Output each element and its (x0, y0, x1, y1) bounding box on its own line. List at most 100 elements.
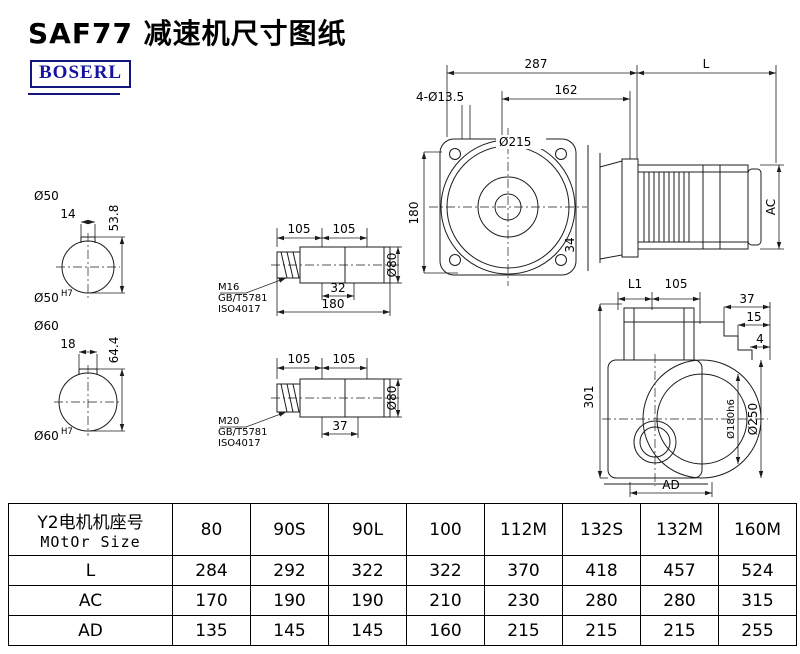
detail-m16-body (271, 246, 400, 284)
shaft50-body (56, 233, 120, 300)
dim-ac-label: AC (764, 199, 778, 215)
shaft50-keywidth-label: 14 (60, 207, 75, 221)
m20-dim-37-label: 37 (332, 419, 347, 433)
m20-d80-label: Ø80 (385, 386, 399, 411)
m20-thread-label: M20 (218, 416, 239, 427)
size-col-header: 100 (406, 503, 485, 556)
detail-m20-body (271, 378, 400, 418)
brand-logo-underline (28, 93, 120, 95)
detail-m20-dim-lines (220, 358, 402, 438)
dim-l-label: L (703, 57, 710, 71)
table-cell: 210 (406, 585, 485, 616)
shaft50-fit-label: Ø50 (34, 291, 59, 305)
brand-logo-box: BOSERL (30, 60, 132, 88)
size-col-header: 160M (718, 503, 797, 556)
table-cell: 215 (640, 615, 719, 646)
side-view-body (602, 307, 768, 486)
table-cell: 322 (328, 555, 407, 586)
dim-105-label: 105 (665, 277, 688, 291)
table-cell: 524 (718, 555, 797, 586)
m20-dim-105b-label: 105 (333, 352, 356, 366)
motor-size-header-line1: Y2电机机座号 (37, 513, 144, 533)
table-cell: 190 (250, 585, 329, 616)
shaft-detail-m20: 105 105 M20 GB/T5781 ISO4017 37 Ø80 (218, 352, 402, 449)
table-cell: 145 (328, 615, 407, 646)
table-row-l: L 284 292 322 322 370 418 457 524 (8, 555, 797, 586)
row-label: AC (8, 585, 173, 616)
table-cell: 280 (640, 585, 719, 616)
shaft60-body (54, 365, 122, 436)
shaft60-keywidth-label: 18 (60, 337, 75, 351)
table-cell: 230 (484, 585, 563, 616)
table-cell: 284 (172, 555, 251, 586)
shaft50-fit-tolerance: H7 (61, 289, 73, 299)
dim-l1-label: L1 (628, 277, 642, 291)
shaft60-labels: Ø60 18 64.4 Ø60 H7 (34, 319, 121, 443)
m16-std1-label: GB/T5781 (218, 293, 268, 304)
table-cell: 292 (250, 555, 329, 586)
m16-d80-label: Ø80 (385, 253, 399, 278)
brand-logo: BOSERL (39, 62, 123, 83)
table-cell: 418 (562, 555, 641, 586)
front-view-labels: 287 L 162 4-Ø13.5 Ø215 180 34 AC (407, 57, 778, 253)
dim-162-label: 162 (555, 83, 578, 97)
m16-std2-label: ISO4017 (218, 304, 261, 315)
dim-180-label: 180 (407, 202, 421, 225)
m16-dim-105b-label: 105 (333, 222, 356, 236)
table-cell: 322 (406, 555, 485, 586)
table-cell: 315 (718, 585, 797, 616)
shaft-section-60: Ø60 18 64.4 Ø60 H7 (34, 319, 125, 443)
shaft60-height-label: 64.4 (107, 337, 121, 364)
dim-ad-label: AD (662, 478, 679, 492)
m20-std1-label: GB/T5781 (218, 427, 268, 438)
row-label: AD (8, 615, 173, 646)
page-title: SAF77 减速机尺寸图纸 (28, 17, 347, 50)
size-col-header: 80 (172, 503, 251, 556)
shaft60-fit-tolerance: H7 (61, 427, 73, 437)
table-cell: 160 (406, 615, 485, 646)
front-view-body (429, 128, 762, 286)
table-cell: 215 (562, 615, 641, 646)
flange-holes-label: 4-Ø13.5 (416, 90, 464, 104)
shaft60-fit-label: Ø60 (34, 429, 59, 443)
table-cell: 280 (562, 585, 641, 616)
shaft50-labels: Ø50 14 53.8 Ø50 H7 (34, 189, 121, 305)
d180-label: Ø180h6 (725, 399, 737, 439)
side-view-labels: L1 105 37 15 4 301 Ø180h6 Ø250 AD (582, 277, 764, 492)
table-cell: 457 (640, 555, 719, 586)
m20-dim-105a-label: 105 (288, 352, 311, 366)
dim-4-label: 4 (756, 332, 764, 346)
m16-dim-180-label: 180 (322, 297, 345, 311)
shaft60-dim-lines (78, 349, 125, 432)
size-col-header: 132S (562, 503, 641, 556)
size-col-header: 132M (640, 503, 719, 556)
table-cell: 190 (328, 585, 407, 616)
detail-m16-labels: 105 105 M16 GB/T5781 ISO4017 32 180 Ø80 (218, 222, 399, 315)
detail-m16-dim-lines (220, 228, 402, 316)
table-cell: 215 (484, 615, 563, 646)
detail-m20-labels: 105 105 M20 GB/T5781 ISO4017 37 Ø80 (218, 352, 399, 449)
m16-dim-105a-label: 105 (288, 222, 311, 236)
table-cell: 255 (718, 615, 797, 646)
front-view-drawing: 287 L 162 4-Ø13.5 Ø215 180 34 AC (407, 57, 784, 286)
motor-size-header-cell: Y2电机机座号 MOtOr Size (8, 503, 173, 556)
table-row-ac: AC 170 190 190 210 230 280 280 315 (8, 585, 797, 616)
m16-thread-label: M16 (218, 282, 239, 293)
shaft60-dia-label: Ø60 (34, 319, 59, 333)
front-view-dim-lines (421, 65, 784, 274)
m16-dim-32-label: 32 (330, 281, 345, 295)
shaft-section-50: Ø50 14 53.8 Ø50 H7 (34, 189, 125, 305)
size-col-header: 112M (484, 503, 563, 556)
motor-size-header-line2: MOtOr Size (40, 533, 141, 551)
side-view-drawing: L1 105 37 15 4 301 Ø180h6 Ø250 AD (582, 277, 771, 497)
motor-size-table: Y2电机机座号 MOtOr Size 80 90S 90L 100 112M 1… (8, 503, 797, 646)
table-cell: 145 (250, 615, 329, 646)
dim-34-label: 34 (563, 237, 577, 252)
table-row-ad: AD 135 145 145 160 215 215 215 255 (8, 615, 797, 646)
table-header-row: Y2电机机座号 MOtOr Size 80 90S 90L 100 112M 1… (8, 503, 797, 556)
shaft50-dim-lines (80, 219, 125, 294)
dim-287-label: 287 (525, 57, 548, 71)
shaft-detail-m16: 105 105 M16 GB/T5781 ISO4017 32 180 Ø80 (218, 222, 402, 316)
m20-std2-label: ISO4017 (218, 438, 261, 449)
